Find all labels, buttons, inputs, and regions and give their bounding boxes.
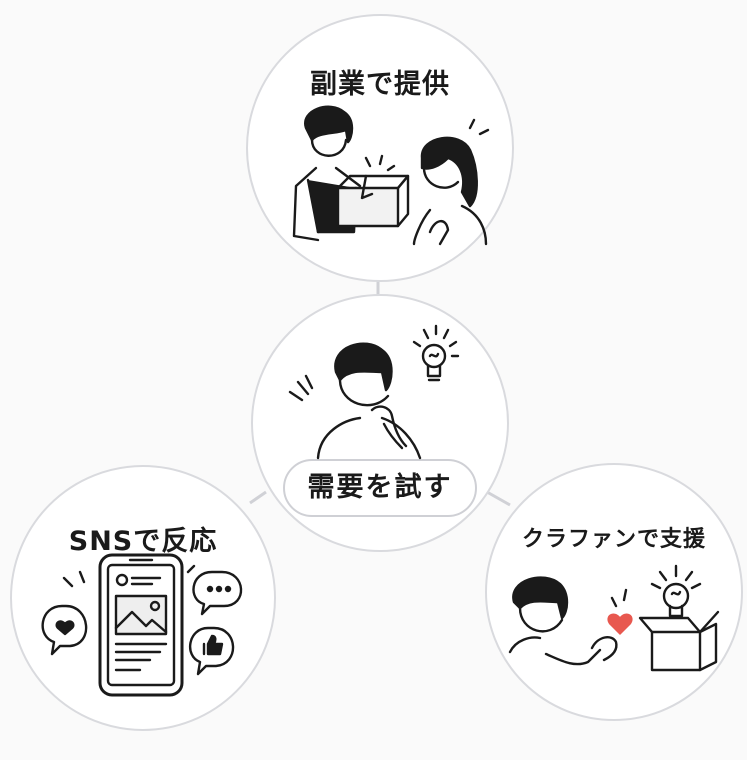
node-top-title: 副業で提供 [310,69,450,100]
seller-figure [292,105,362,242]
connector-right [486,490,511,507]
box-icon [336,174,410,228]
lightbulb-icon [650,564,702,618]
connector-left [249,490,267,505]
heart-icon [41,604,88,656]
heart-rays [610,588,628,608]
heart-icon [607,613,633,635]
box-icon [638,610,720,672]
lightbulb-icon [412,324,460,382]
customer-figure [412,118,490,246]
sparkle-lines [364,154,396,172]
smartphone-icon [98,553,184,697]
image-icon [114,594,168,636]
node-center-title: 需要を試す [283,459,477,517]
node-left-title: SNSで反応 [68,526,218,557]
thumbs-up-icon [188,626,235,676]
speech-bubble-icon [192,570,243,616]
supporter-figure [508,576,618,666]
node-right-title: クラファンで支援 [521,527,706,552]
attention-lines [62,564,196,588]
thinker-figure [288,342,422,460]
